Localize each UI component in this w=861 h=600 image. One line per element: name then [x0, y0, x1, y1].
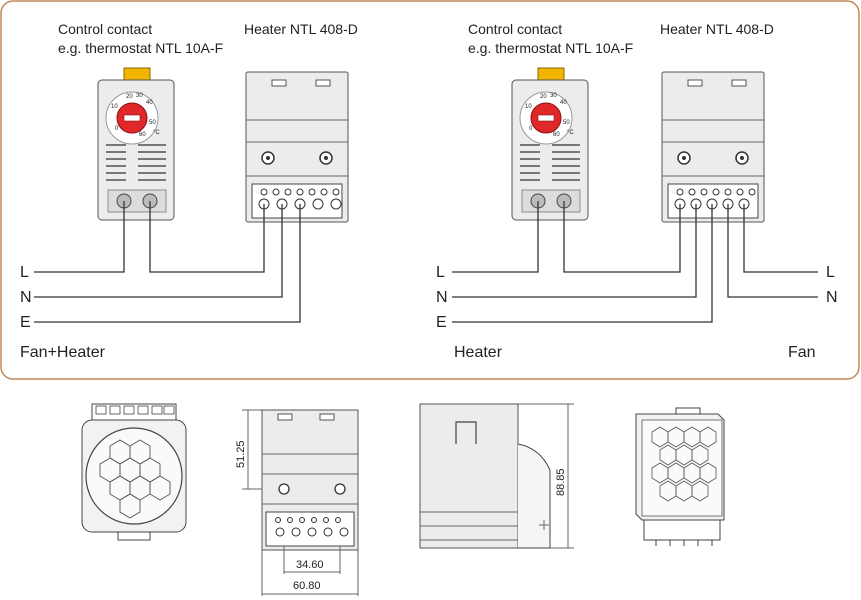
perspective-view [635, 407, 725, 546]
right-control-contact-label: Control contact [468, 21, 562, 37]
left-heater [245, 71, 349, 223]
right-dial-20: 20 [540, 94, 547, 100]
left-wire-L: L [20, 264, 29, 281]
left-heater-label: Heater NTL 408-D [244, 21, 358, 37]
dim-height-total: 88.85 [555, 468, 567, 496]
left-dial-30: 30 [136, 93, 143, 99]
right-dial-60: 60 [553, 132, 560, 138]
left-wires [34, 201, 301, 323]
left-caption: Fan+Heater [20, 344, 106, 361]
right-thermostat: 20 30 40 10 50 0 60 °C [511, 67, 589, 221]
right-control-contact-example: e.g. thermostat NTL 10A-F [468, 40, 633, 56]
left-dial-60: 60 [139, 132, 146, 138]
right-caption-fan: Fan [788, 344, 816, 361]
left-dial-unit: °C [153, 130, 160, 136]
left-dial-10: 10 [111, 104, 118, 110]
right-wire-N: N [436, 289, 448, 306]
right-dial-unit: °C [567, 130, 574, 136]
right-wire-E: E [436, 314, 447, 331]
dimension-front-view: 51.25 34.60 60.80 [235, 409, 359, 596]
right-wiring-panel: Control contact e.g. thermostat NTL 10A-… [436, 21, 838, 361]
front-fan-view [81, 403, 187, 541]
right-dial-0: 0 [529, 126, 533, 132]
right-caption-heater: Heater [454, 344, 503, 361]
dim-height-top: 51.25 [235, 440, 247, 468]
left-thermostat: 20 30 40 10 50 0 60 °C [97, 67, 175, 221]
side-view: 88.85 [419, 403, 574, 549]
fan-wire-N: N [826, 289, 838, 306]
right-wires [452, 201, 818, 323]
right-heater [661, 71, 765, 223]
fan-wire-L: L [826, 264, 835, 281]
right-dial-30: 30 [550, 93, 557, 99]
dim-width: 60.80 [293, 580, 321, 592]
wiring-frame [0, 0, 860, 380]
right-dial-50: 50 [563, 120, 570, 126]
left-control-contact-example: e.g. thermostat NTL 10A-F [58, 40, 223, 56]
right-dial-10: 10 [525, 104, 532, 110]
dim-terminal-spacing: 34.60 [296, 559, 324, 571]
right-wire-L: L [436, 264, 445, 281]
left-dial-40: 40 [146, 100, 153, 106]
left-dial-0: 0 [115, 126, 119, 132]
left-dial-20: 20 [126, 94, 133, 100]
left-wiring-panel: Control contact e.g. thermostat NTL 10A-… [20, 21, 358, 361]
left-wire-E: E [20, 314, 31, 331]
left-dial-50: 50 [149, 120, 156, 126]
right-dial-40: 40 [560, 100, 567, 106]
left-wire-N: N [20, 289, 32, 306]
right-heater-label: Heater NTL 408-D [660, 21, 774, 37]
left-control-contact-label: Control contact [58, 21, 152, 37]
